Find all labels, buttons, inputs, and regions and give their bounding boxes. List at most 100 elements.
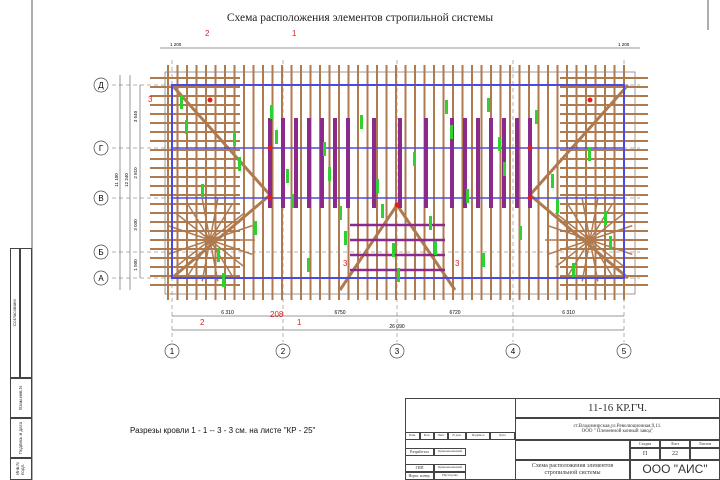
revision-header: Дата	[490, 432, 515, 440]
sheet-value: 22	[660, 448, 690, 460]
fan-rafter	[555, 212, 591, 241]
member-label	[291, 194, 294, 208]
member-label	[217, 248, 220, 262]
hip-rafter	[338, 204, 399, 291]
stamp-approved: Согласовано	[10, 248, 20, 378]
person-name: Нестерова	[434, 472, 466, 480]
stamp-label: Взам.инв.N	[17, 386, 23, 410]
fan-rafter	[209, 239, 219, 282]
axis-label-col: 3	[395, 347, 400, 356]
member-label	[519, 226, 522, 240]
member-label	[604, 211, 607, 225]
member-label	[360, 115, 363, 129]
fan-rafter	[566, 203, 591, 241]
section-mark: 3	[343, 259, 348, 268]
dimension-text: 1 200	[618, 42, 630, 47]
roof-outline	[164, 71, 636, 295]
axis-label-row: В	[98, 194, 103, 203]
axis-label-row: Д	[98, 81, 104, 90]
axis-label-col: 1	[170, 347, 175, 356]
axis-bubble	[93, 244, 109, 260]
stamp-grid	[20, 248, 32, 378]
section-mark: 1	[297, 318, 302, 327]
axis-bubble	[275, 343, 291, 359]
member-label	[434, 241, 437, 255]
dimension-total: 12 240	[124, 173, 129, 187]
sheets-header: Листов	[690, 440, 720, 448]
fan-rafter	[209, 198, 219, 241]
node-mark	[267, 195, 273, 201]
fan-rafter	[167, 224, 211, 241]
member-label	[270, 105, 273, 119]
member-label	[498, 137, 501, 151]
fan-rafter	[186, 203, 211, 241]
section-mark: 3	[148, 95, 153, 104]
stage-value: П	[630, 448, 660, 460]
axis-bubble	[93, 140, 109, 156]
member-label	[286, 169, 289, 183]
member-label	[328, 167, 331, 181]
hip-rafter	[528, 84, 630, 196]
member-label	[397, 268, 400, 282]
dimension-total: 11 100	[114, 173, 119, 187]
fan-rafter	[209, 212, 245, 241]
dimension-text: 6 310	[221, 310, 234, 316]
node-mark	[394, 202, 400, 208]
member-label	[185, 120, 188, 134]
member-label	[503, 162, 506, 176]
member-label	[307, 258, 310, 272]
post	[515, 118, 519, 208]
post	[463, 118, 467, 208]
fan-rafter	[589, 239, 625, 268]
fan-rafter	[547, 239, 591, 256]
post	[294, 118, 298, 208]
fan-rafter	[581, 198, 591, 241]
post	[489, 118, 493, 208]
project-code: 11-16 КР.ГЧ.	[515, 398, 720, 418]
fan-rafter	[555, 239, 591, 268]
fan-rafter	[589, 239, 614, 277]
member-label	[275, 130, 278, 144]
fan-rafter	[209, 239, 234, 277]
post	[450, 118, 454, 208]
section-mark: 2	[205, 29, 210, 38]
hip-rafter	[395, 204, 457, 291]
axis-bubble	[616, 343, 632, 359]
fan-rafter	[201, 198, 211, 241]
post	[346, 118, 350, 208]
dimension-text: 3 540	[133, 110, 138, 122]
axis-label-row: А	[98, 274, 104, 283]
fan-rafter	[589, 198, 599, 241]
fan-rafter	[175, 212, 211, 241]
client: ООО " Племенной конный завод"	[581, 429, 654, 434]
node-mark	[527, 195, 533, 201]
dimension-text: 6 310	[562, 310, 575, 316]
member-label	[572, 263, 575, 277]
axis-bubble	[389, 343, 405, 359]
post	[268, 118, 272, 208]
fan-rafter	[209, 239, 253, 256]
post	[528, 118, 532, 208]
member-label	[339, 206, 342, 220]
stamp-label: Подпись и дата	[17, 421, 23, 455]
stage-header: Стадия	[630, 440, 660, 448]
axis-label-row: Г	[99, 144, 104, 153]
drawing-title: Схема расположения элементов стропильной…	[226, 12, 494, 24]
empty-cell	[515, 440, 630, 460]
node-mark	[267, 145, 273, 151]
axis-label-col: 2	[281, 347, 286, 356]
person-name: Кривошеевский	[434, 448, 466, 456]
fan-rafter	[547, 224, 591, 241]
dimension-total: 26 090	[389, 324, 405, 330]
role-label: ГИП	[405, 464, 434, 472]
fan-rafter	[581, 239, 591, 282]
axis-bubble	[505, 343, 521, 359]
member-label	[445, 100, 448, 114]
section-mark: 2	[200, 318, 205, 327]
post	[372, 118, 376, 208]
dimension-text: 6750	[334, 310, 345, 316]
axis-bubble	[93, 190, 109, 206]
section-mark: 208	[270, 310, 284, 319]
project-address: ст.Владимирская,ул.Революционная,9,11. О…	[515, 418, 720, 440]
